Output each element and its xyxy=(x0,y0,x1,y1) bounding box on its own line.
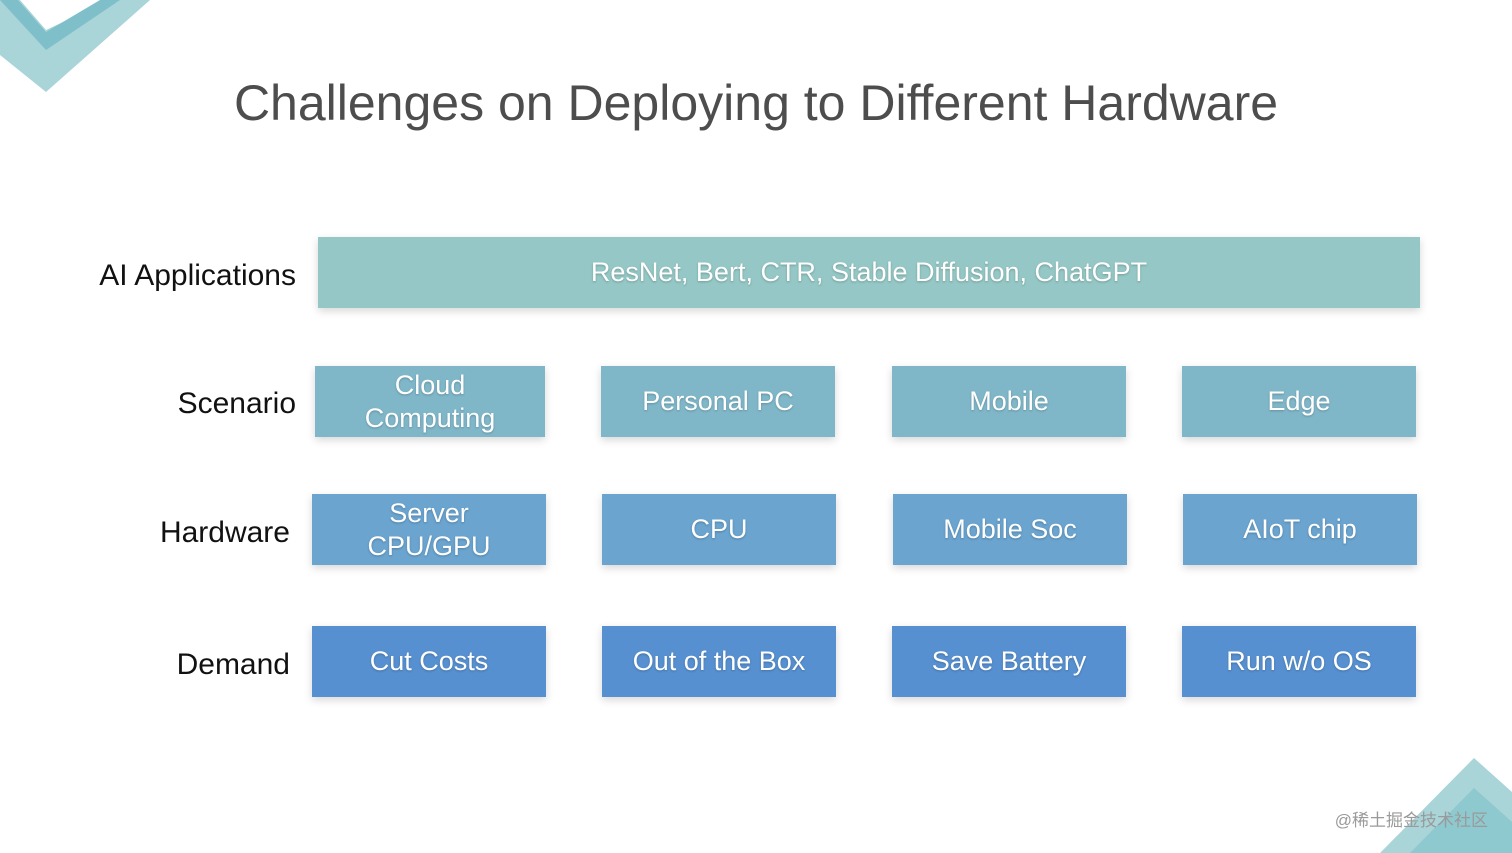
row-label-hardware: Hardware xyxy=(159,516,290,549)
scenario-edge-box: Edge xyxy=(1182,366,1416,437)
chevron-decoration-icon xyxy=(0,0,150,92)
hardware-mobile-soc-box: Mobile Soc xyxy=(893,494,1127,565)
row-label-ai-applications: AI Applications xyxy=(99,259,296,292)
hardware-aiot-chip-box: AIoT chip xyxy=(1183,494,1417,565)
hardware-server-cpu-gpu-box: Server CPU/GPU xyxy=(312,494,546,565)
scenario-mobile-box: Mobile xyxy=(892,366,1126,437)
watermark-text: @稀土掘金技术社区 xyxy=(1334,811,1488,830)
row-label-demand: Demand xyxy=(176,648,290,681)
scenario-cloud-computing-box: Cloud Computing xyxy=(315,366,545,437)
demand-run-without-os-box: Run w/o OS xyxy=(1182,626,1416,697)
applications-box: ResNet, Bert, CTR, Stable Diffusion, Cha… xyxy=(318,237,1420,308)
demand-out-of-the-box-box: Out of the Box xyxy=(602,626,836,697)
slide-title: Challenges on Deploying to Different Har… xyxy=(233,75,1279,131)
hardware-cpu-box: CPU xyxy=(602,494,836,565)
demand-save-battery-box: Save Battery xyxy=(892,626,1126,697)
demand-cut-costs-box: Cut Costs xyxy=(312,626,546,697)
triangle-decoration-icon xyxy=(1380,758,1512,853)
scenario-personal-pc-box: Personal PC xyxy=(601,366,835,437)
row-label-scenario: Scenario xyxy=(177,387,296,420)
